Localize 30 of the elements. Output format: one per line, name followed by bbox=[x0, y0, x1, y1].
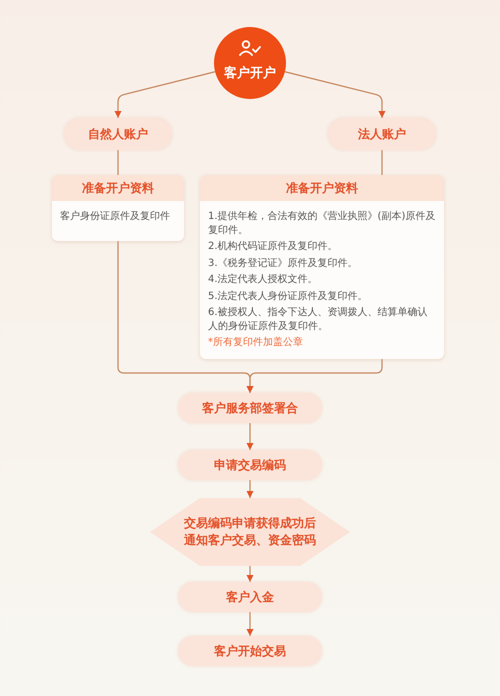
list-item: 1.提供年检，合法有效的《营业执照》(副本)原件及复印件。 bbox=[208, 210, 436, 237]
list-item: 3.《税务登记证》原件及复印件。 bbox=[208, 256, 358, 270]
arrow bbox=[246, 566, 254, 582]
list-item: 5.法定代表人身份证原件及复印件。 bbox=[208, 290, 368, 303]
list-item: 2.机构代码证原件及复印件。 bbox=[208, 240, 338, 254]
process-step: 客户服务部签署合 bbox=[178, 393, 322, 423]
connector-line bbox=[381, 150, 383, 175]
hexagon-step bbox=[150, 498, 350, 566]
info-card bbox=[200, 175, 444, 358]
arrow bbox=[246, 423, 254, 450]
card-text: 客户身份证原件及复印件 bbox=[60, 210, 170, 224]
process-step: 客户入金 bbox=[178, 582, 322, 612]
arrow bbox=[114, 71, 216, 118]
card-heading: 准备开户资料 bbox=[200, 175, 444, 201]
process-step: 自然人账户 bbox=[64, 118, 172, 150]
process-step: 客户开始交易 bbox=[178, 636, 322, 666]
arrow bbox=[284, 71, 386, 118]
arrow bbox=[246, 480, 254, 498]
process-step: 法人账户 bbox=[328, 118, 436, 150]
arrow bbox=[246, 612, 254, 636]
connector-line bbox=[117, 150, 119, 175]
list-item: 4.法定代表人授权文件。 bbox=[208, 273, 318, 286]
process-step: 申请交易编码 bbox=[178, 450, 322, 480]
card-heading: 准备开户资料 bbox=[52, 175, 184, 201]
circle-label: 客户开户 bbox=[224, 66, 276, 82]
info-card bbox=[52, 175, 184, 241]
arrow bbox=[246, 358, 383, 393]
note-text: *所有复印件加盖公章 bbox=[208, 336, 303, 350]
list-item: 6.被授权人、指令下达人、资调拨人、结算单确认人的身份证原件及复印件。 bbox=[208, 306, 429, 333]
step-text: 交易编码申请获得成功后通知客户交易、资金密码 bbox=[183, 515, 317, 549]
